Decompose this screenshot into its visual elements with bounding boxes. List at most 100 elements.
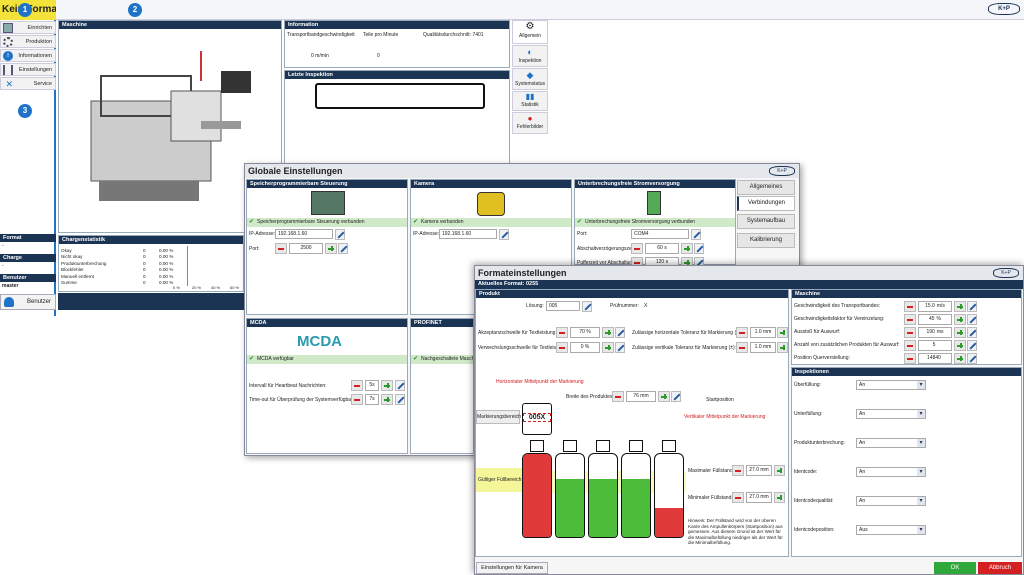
- tab-kalibrierung[interactable]: Kalibrierung: [737, 233, 795, 248]
- max-fill-value[interactable]: 27.0 mm: [746, 465, 772, 476]
- width-value[interactable]: 76 mm: [626, 391, 656, 402]
- bottle: [588, 453, 618, 538]
- tol-v-increment[interactable]: [777, 342, 788, 353]
- mcda-hb-decrement[interactable]: [351, 380, 363, 391]
- sps-port-value[interactable]: 2500: [289, 243, 323, 254]
- sps-port-increment[interactable]: [325, 243, 337, 254]
- machine-row-increment[interactable]: [954, 314, 966, 325]
- tab-allgemein[interactable]: ⚙Allgemein: [512, 20, 548, 44]
- batch-axis-tick: 40 %: [211, 285, 221, 290]
- mcda-hb-increment[interactable]: [381, 380, 393, 391]
- mcda-to-edit[interactable]: [395, 394, 405, 405]
- tab-inspektion[interactable]: ◐Inspektion: [512, 45, 548, 67]
- machine-row-value[interactable]: 14840: [918, 353, 952, 364]
- machine-row-increment[interactable]: [954, 301, 966, 312]
- user-button[interactable]: Benutzer: [0, 294, 56, 310]
- nav-service[interactable]: ✕Service: [0, 77, 56, 90]
- tab-allgemeines[interactable]: Allgemeines: [737, 180, 795, 195]
- tab-fehlerbilder[interactable]: ●Fehlerbilder: [512, 112, 548, 134]
- machine-row-increment[interactable]: [954, 327, 966, 338]
- width-edit[interactable]: [671, 391, 681, 402]
- machine-row-edit[interactable]: [967, 301, 977, 312]
- verwechslung-value[interactable]: 0 %: [570, 342, 600, 353]
- inspection-row-select[interactable]: Aus: [856, 525, 926, 535]
- akzeptanz-increment[interactable]: [602, 327, 614, 338]
- profinet-header: PROFINET: [411, 319, 473, 327]
- min-fill-increment[interactable]: [774, 492, 785, 503]
- usv-delay-increment[interactable]: [681, 243, 693, 254]
- machine-row-edit[interactable]: [967, 340, 977, 351]
- inspection-row-select[interactable]: An: [856, 496, 926, 506]
- machine-row-increment[interactable]: [954, 353, 966, 364]
- machine-row-edit[interactable]: [967, 314, 977, 325]
- min-fill-value[interactable]: 27.0 mm: [746, 492, 772, 503]
- machine-row-value[interactable]: 5: [918, 340, 952, 351]
- camera-ip-edit[interactable]: [499, 229, 509, 240]
- machine-row-decrement[interactable]: [904, 353, 916, 364]
- width-unit: mm: [640, 393, 649, 399]
- losung-edit[interactable]: [582, 301, 592, 312]
- machine-row-decrement[interactable]: [904, 301, 916, 312]
- nav-einstellungen[interactable]: Einstellungen: [0, 63, 56, 76]
- inspection-row-select[interactable]: An: [856, 467, 926, 477]
- tol-v-value[interactable]: 1.0 mm: [750, 342, 776, 353]
- akzeptanz-decrement[interactable]: [556, 327, 568, 338]
- tab-statistik[interactable]: ▮▮Statistik: [512, 91, 548, 111]
- tab-verbindungen[interactable]: Verbindungen: [737, 196, 795, 211]
- nav-produktion[interactable]: Produktion: [0, 35, 56, 48]
- machine-row-decrement[interactable]: [904, 340, 916, 351]
- min-fill-unit: mm: [760, 494, 769, 500]
- machine-row-increment[interactable]: [954, 340, 966, 351]
- verwechslung-edit[interactable]: [615, 342, 625, 353]
- machine-row-edit[interactable]: [967, 353, 977, 364]
- usv-delay-edit[interactable]: [694, 243, 704, 254]
- machine-row-decrement[interactable]: [904, 314, 916, 325]
- mcda-hb-value[interactable]: 5s: [365, 380, 379, 391]
- mcda-panel: MCDA MCDA MCDA verfügbar Intervall für H…: [246, 318, 408, 454]
- tol-v-decrement[interactable]: [736, 342, 748, 353]
- camera-settings-button[interactable]: Einstellungen für Kamera: [476, 562, 548, 574]
- akzeptanz-value[interactable]: 70 %: [570, 327, 600, 338]
- mcda-to-increment[interactable]: [381, 394, 393, 405]
- tol-h-increment[interactable]: [777, 327, 788, 338]
- max-fill-increment[interactable]: [774, 465, 785, 476]
- sps-ip-edit[interactable]: [335, 229, 345, 240]
- inspection-row-select[interactable]: An: [856, 438, 926, 448]
- verwechslung-decrement[interactable]: [556, 342, 568, 353]
- machine-row-edit[interactable]: [967, 327, 977, 338]
- inspection-row-select[interactable]: An: [856, 380, 926, 390]
- tol-h-decrement[interactable]: [736, 327, 748, 338]
- akzeptanz-edit[interactable]: [615, 327, 625, 338]
- machine-row-value[interactable]: 45%: [918, 314, 952, 325]
- ok-button[interactable]: OK: [934, 562, 976, 574]
- min-fill-decrement[interactable]: [732, 492, 744, 503]
- tab-systemaufbau[interactable]: Systemaufbau: [737, 214, 795, 229]
- verwechslung-increment[interactable]: [602, 342, 614, 353]
- nav-einrichten[interactable]: Einrichten: [0, 21, 56, 34]
- sps-ip-input[interactable]: 192.168.1.60: [275, 229, 333, 239]
- inspection-row-select[interactable]: An: [856, 409, 926, 419]
- camera-ip-input[interactable]: 192.168.1.60: [439, 229, 497, 239]
- usv-port-edit[interactable]: [691, 229, 701, 240]
- mcda-to-decrement[interactable]: [351, 394, 363, 405]
- cancel-button[interactable]: Abbruch: [978, 562, 1022, 574]
- usv-port-input[interactable]: COM4: [631, 229, 689, 239]
- mcda-to-value[interactable]: 7s: [365, 394, 379, 405]
- width-increment[interactable]: [658, 391, 670, 402]
- tab-systemstatus[interactable]: ◆Systemstatus: [512, 68, 548, 90]
- tol-h-value[interactable]: 1.0 mm: [750, 327, 776, 338]
- machine-row-decrement[interactable]: [904, 327, 916, 338]
- usv-delay-decrement[interactable]: [631, 243, 643, 254]
- sps-port-decrement[interactable]: [275, 243, 287, 254]
- usv-delay-value[interactable]: 60 s: [645, 243, 679, 254]
- max-fill-decrement[interactable]: [732, 465, 744, 476]
- mcda-header: MCDA: [247, 319, 407, 327]
- losung-input[interactable]: 005: [546, 301, 580, 311]
- width-decrement[interactable]: [612, 391, 624, 402]
- sps-port-edit[interactable]: [338, 243, 348, 254]
- format-title: Formateinstellungen: [475, 266, 1023, 280]
- mcda-hb-edit[interactable]: [395, 380, 405, 391]
